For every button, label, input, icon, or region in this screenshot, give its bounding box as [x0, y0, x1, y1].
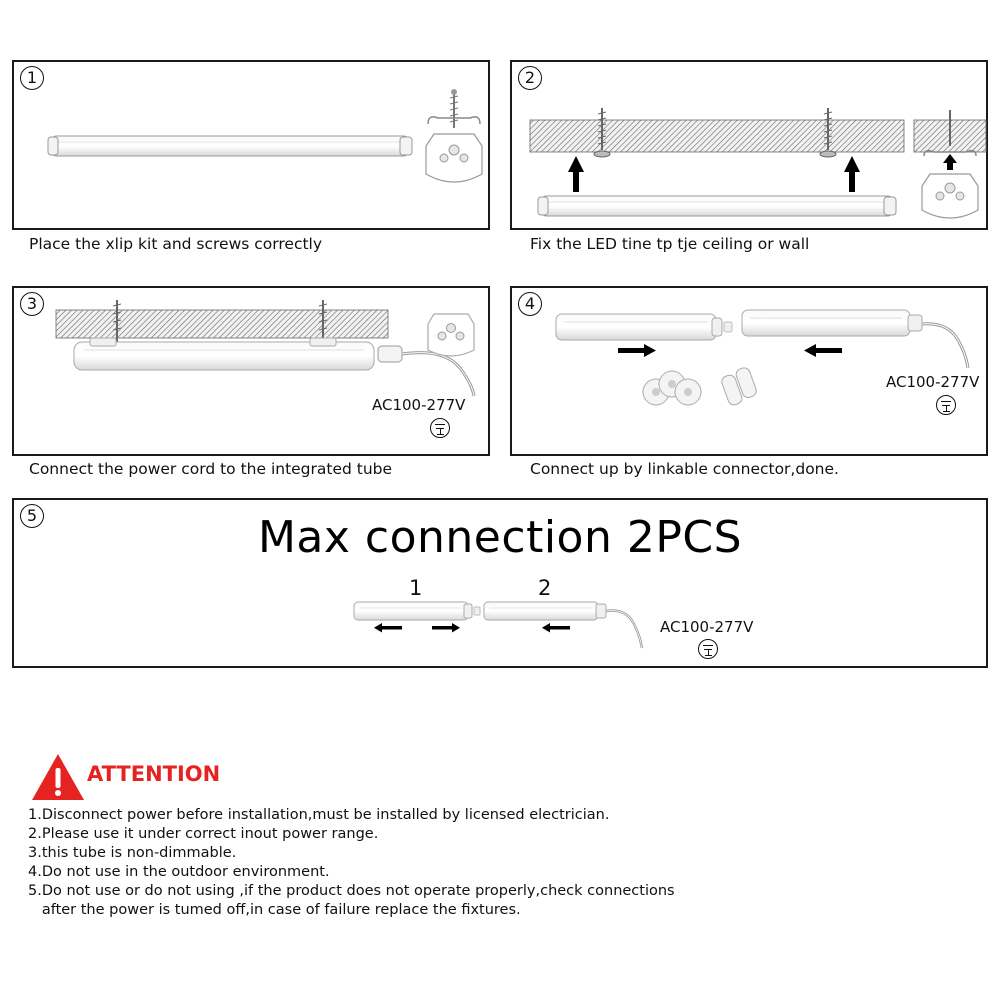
step-3-caption: Connect the power cord to the integrated… [29, 460, 393, 478]
up-arrow-icon [568, 156, 860, 192]
screw-icon [593, 108, 837, 158]
led-tube [73, 337, 375, 371]
ground-symbol-icon [698, 639, 718, 659]
right-arrow-icon [618, 344, 656, 357]
led-tube-right [741, 309, 970, 369]
step-2-illustration [529, 108, 987, 219]
step-1-number: 1 [20, 66, 44, 90]
ceiling-hatch [55, 309, 389, 339]
attention-list: 1.Disconnect power before installation,m… [28, 806, 675, 920]
step-4-number: 4 [518, 292, 542, 316]
left-arrow-icon [374, 623, 570, 633]
attention-item: 5.Do not use or do not using ,if the pro… [28, 883, 675, 918]
step-2-panel: 2 [510, 60, 988, 230]
step-2-number: 2 [518, 66, 542, 90]
step-3-number: 3 [20, 292, 44, 316]
step-3-voltage: AC100-277V [372, 396, 466, 414]
led-tube-2 [483, 601, 644, 649]
power-cord-icon [377, 345, 476, 397]
step-4-illustration [555, 309, 970, 406]
segment-2-label: 2 [538, 576, 552, 600]
step-5-voltage: AC100-277V [660, 618, 754, 636]
step-4-voltage: AC100-277V [886, 373, 980, 391]
led-tube [537, 195, 897, 217]
ground-symbol-icon [936, 395, 956, 415]
left-arrow-icon [804, 344, 842, 357]
max-connection-title: Max connection 2PCS [257, 512, 743, 563]
clip-bracket-icon [427, 313, 475, 357]
screw-icon [112, 300, 328, 344]
segment-1-label: 1 [409, 576, 423, 600]
step-2-caption: Fix the LED tine tp tje ceiling or wall [530, 235, 810, 253]
step-5-illustration [353, 601, 644, 649]
ceiling-hatch [529, 119, 987, 153]
right-arrow-icon [432, 623, 460, 633]
step-3-panel: 3 AC100-277V [12, 286, 490, 456]
led-tube-1 [353, 601, 481, 621]
linkable-connector-icon [642, 367, 757, 406]
step-1-illustration [47, 89, 483, 183]
step-1-caption: Place the xlip kit and screws correctly [29, 235, 323, 253]
step-4-panel: 4 [510, 286, 988, 456]
step-3-illustration [55, 300, 476, 397]
clip-kit-icon [425, 89, 483, 183]
led-tube-left [555, 313, 733, 341]
attention-item: 2.Please use it under correct inout powe… [28, 826, 379, 842]
step-1-panel: 1 [12, 60, 490, 230]
attention-heading: ATTENTION [87, 762, 221, 786]
step-4-caption: Connect up by linkable connector,done. [530, 460, 839, 478]
led-tube [47, 135, 413, 157]
clip-kit-icon [921, 110, 979, 219]
attention-item: 3.this tube is non-dimmable. [28, 845, 237, 861]
attention-item: 1.Disconnect power before installation,m… [28, 807, 610, 823]
step-5-number: 5 [20, 504, 44, 528]
ground-symbol-icon [430, 418, 450, 438]
warning-triangle-icon [32, 754, 84, 800]
step-5-panel: 5 1 2 AC100-277V [12, 498, 988, 668]
attention-item: 4.Do not use in the outdoor environment. [28, 864, 330, 880]
